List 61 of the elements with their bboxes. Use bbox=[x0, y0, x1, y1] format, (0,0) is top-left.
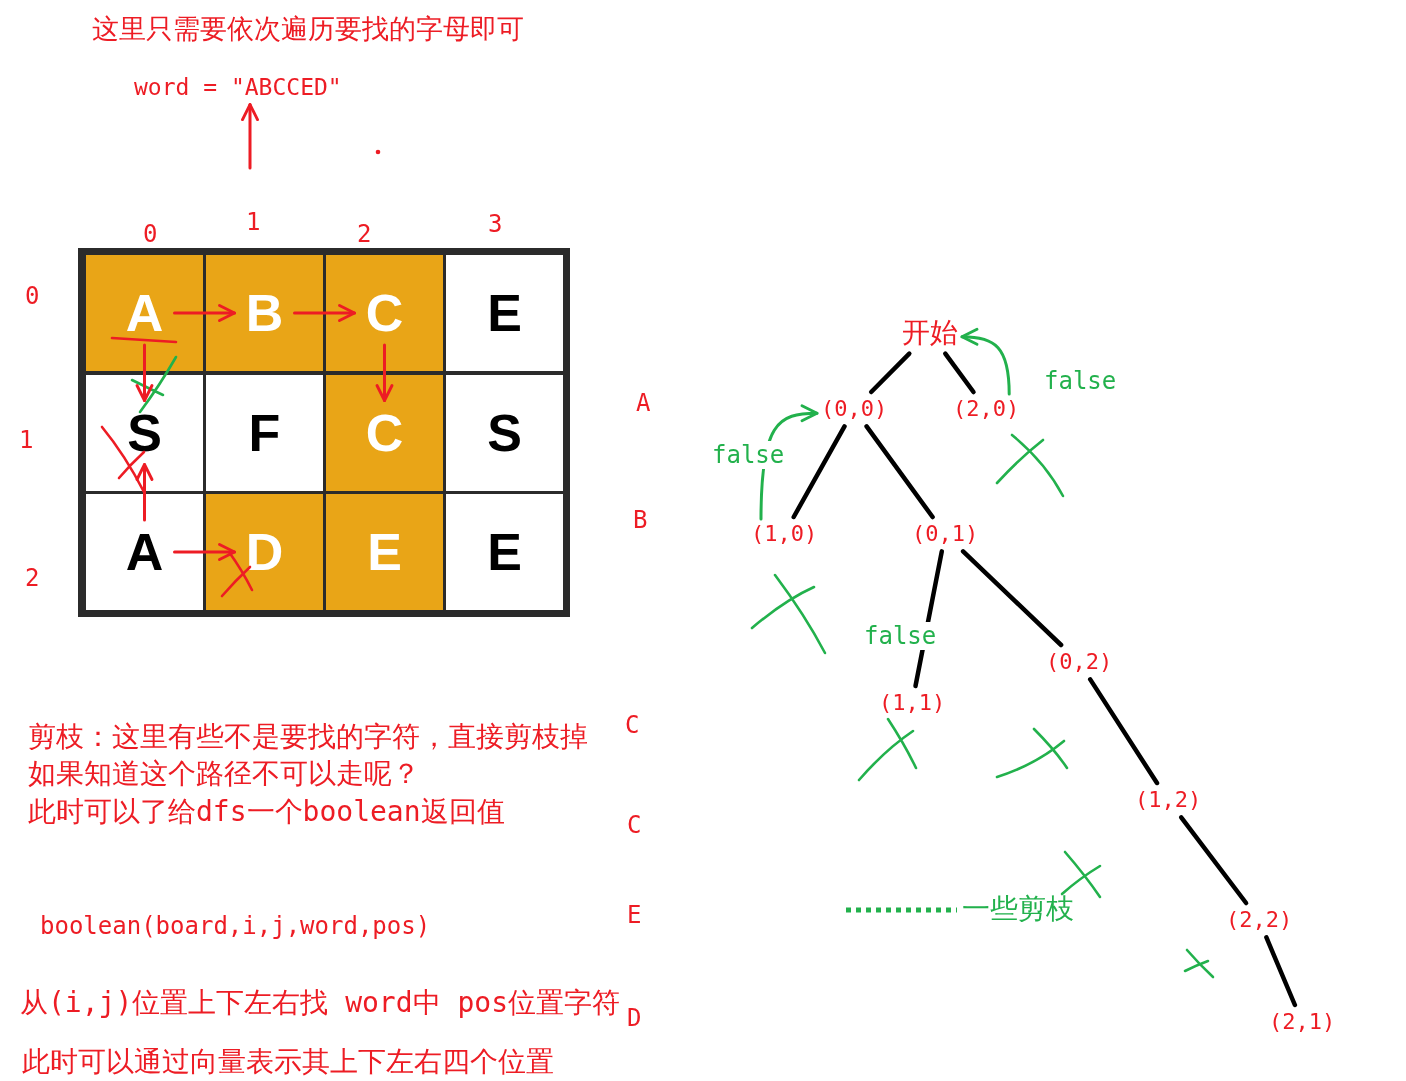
curved-arrow bbox=[960, 328, 1011, 396]
coordinate-text: (1,0) bbox=[751, 521, 818, 548]
coordinate-text: (2,0) bbox=[953, 396, 1020, 423]
grid-cell: A bbox=[86, 494, 203, 610]
letter-text: B bbox=[633, 505, 648, 535]
grid-cell: E bbox=[446, 255, 563, 371]
arrow bbox=[135, 343, 154, 402]
index-number: 0 bbox=[143, 219, 158, 249]
coordinate-text: (1,2) bbox=[1135, 787, 1202, 814]
coordinate-text: (0,2) bbox=[1046, 649, 1113, 676]
tree-line bbox=[960, 549, 1064, 648]
letter-text: A bbox=[636, 388, 651, 418]
start-text: 开始 bbox=[902, 316, 958, 350]
coordinate-text: (0,0) bbox=[821, 396, 888, 423]
letter-text: E bbox=[627, 900, 642, 930]
arrow bbox=[241, 103, 259, 170]
grid-cell: C bbox=[326, 255, 443, 371]
grid-cell: S bbox=[86, 374, 203, 491]
tree-line bbox=[864, 424, 935, 520]
index-number: 0 bbox=[25, 281, 40, 311]
coordinate-text: (0,1) bbox=[912, 521, 979, 548]
heading: 这里只需要依次遍历要找的字母即可 bbox=[92, 13, 524, 46]
letter-text: D bbox=[627, 1003, 642, 1033]
arrow bbox=[135, 463, 154, 522]
grid-cell: E bbox=[326, 494, 443, 610]
note-text: 一些剪枝 bbox=[962, 892, 1074, 926]
note-text: 此时可以通过向量表示其上下左右四个位置 bbox=[22, 1045, 554, 1079]
code-text: boolean(board,i,j,word,pos) bbox=[40, 911, 431, 941]
tree-line bbox=[791, 424, 847, 520]
letter-text: C bbox=[625, 710, 640, 740]
arrow bbox=[173, 543, 236, 561]
index-number: 1 bbox=[246, 207, 261, 237]
coordinate-text: (2,1) bbox=[1269, 1009, 1336, 1036]
note-text: 剪枝：这里有些不是要找的字符，直接剪枝掉 bbox=[28, 720, 588, 754]
tree-line bbox=[868, 351, 912, 395]
index-number: 1 bbox=[19, 425, 34, 455]
coordinate-text: (1,1) bbox=[879, 690, 946, 717]
grid-cell: S bbox=[446, 374, 563, 491]
grid-cell: A bbox=[86, 255, 203, 371]
note-text: 此时可以了给dfs一个boolean返回值 bbox=[28, 795, 505, 829]
index-number: 2 bbox=[357, 219, 372, 249]
letter-grid bbox=[78, 248, 570, 617]
index-number: 2 bbox=[25, 563, 40, 593]
coordinate-text: (2,2) bbox=[1226, 907, 1293, 934]
tree-line bbox=[1087, 677, 1160, 786]
index-number: 3 bbox=[488, 209, 503, 239]
note-text: 从(i,j)位置上下左右找 word中 pos位置字符 bbox=[20, 986, 620, 1020]
tree-line bbox=[1178, 815, 1249, 906]
arrow bbox=[173, 304, 236, 322]
grid-cell: E bbox=[446, 494, 563, 610]
tree-line bbox=[1264, 935, 1298, 1008]
grid-cell: B bbox=[206, 255, 323, 371]
grid-cell: D bbox=[206, 494, 323, 610]
tree-line bbox=[943, 351, 976, 395]
grid-cell: C bbox=[326, 374, 443, 491]
grid-cell: F bbox=[206, 374, 323, 491]
code-text: word = "ABCCED" bbox=[134, 74, 342, 102]
note-text: 如果知道这个路径不可以走呢？ bbox=[28, 757, 420, 791]
arrow bbox=[293, 304, 356, 322]
letter-text: C bbox=[627, 810, 642, 840]
arrow bbox=[375, 343, 394, 402]
